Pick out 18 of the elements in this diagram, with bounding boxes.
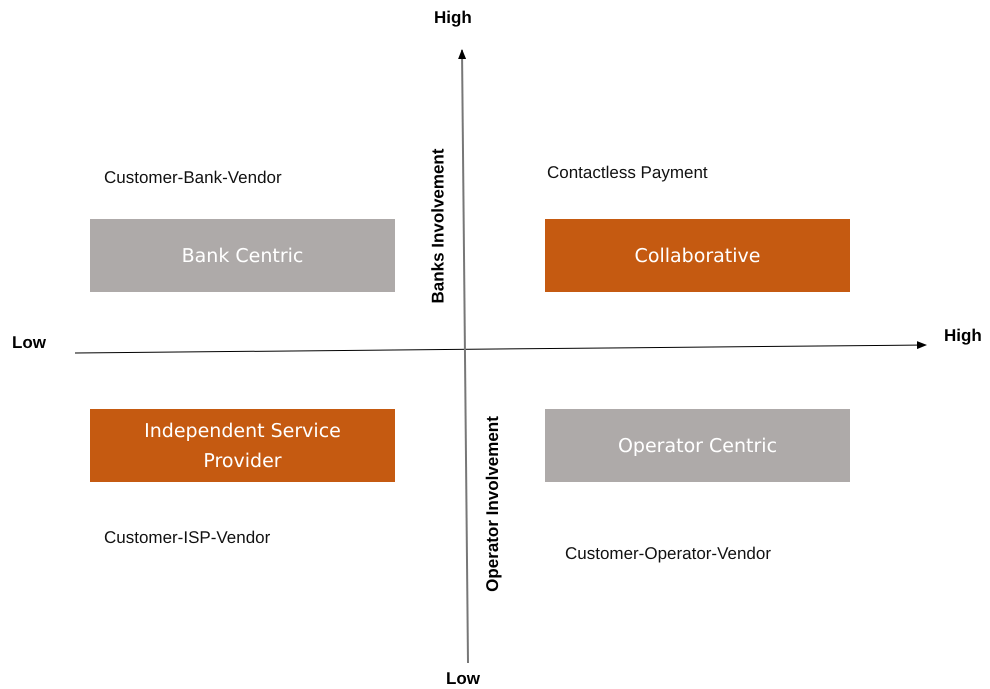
- quadrant-box: [545, 409, 850, 482]
- quadrant-caption: Customer-Bank-Vendor: [104, 168, 282, 188]
- axis-end-label: High: [944, 326, 982, 346]
- quadrant-caption: Contactless Payment: [547, 163, 708, 183]
- quadrant-box: [545, 219, 850, 292]
- axis-end-label: Low: [12, 333, 46, 353]
- quadrant-caption: Customer-ISP-Vendor: [104, 528, 270, 548]
- box-title: Operator Centric: [618, 434, 778, 458]
- quadrant-caption: Customer-Operator-Vendor: [565, 544, 771, 564]
- quadrant-box: [90, 219, 395, 292]
- box-title: Independent Service Provider: [143, 418, 342, 474]
- axis-title: Banks Involvement: [428, 148, 448, 304]
- quadrant-box: [90, 409, 395, 482]
- box-title: Bank Centric: [182, 244, 304, 268]
- box-title: Collaborative: [634, 244, 760, 268]
- axis-end-label: High: [434, 8, 472, 28]
- axis-end-label: Low: [446, 669, 480, 689]
- axis-title: Operator Involvement: [482, 416, 503, 592]
